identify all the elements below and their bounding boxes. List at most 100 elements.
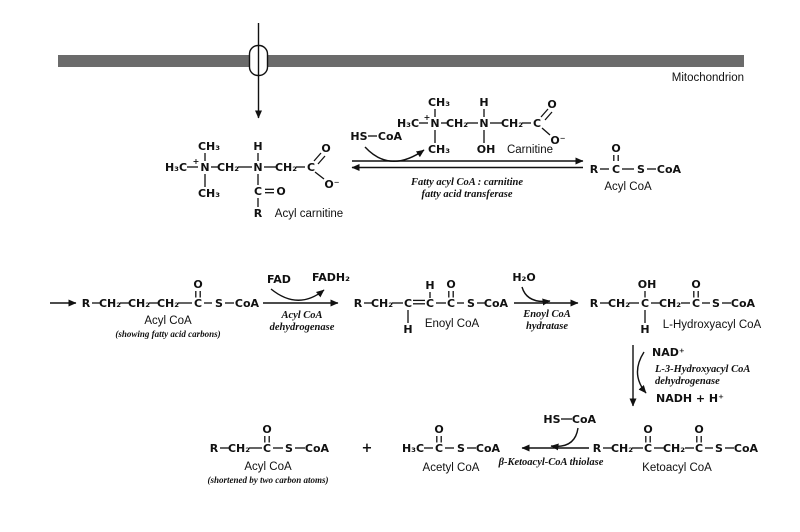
ketoacyl-coa-label: Ketoacyl CoA	[642, 462, 712, 474]
step1-dehydrogenase: FAD FADH₂ Acyl CoA dehydrogenase	[263, 271, 350, 333]
atom-ch2: CH₂	[371, 297, 393, 310]
structure-hydroxyacyl-coa: R CH₂ C OH H CH₂ C O S CoA L-Hydroxyacyl…	[590, 278, 762, 336]
atom-s: S	[285, 442, 293, 455]
atom-ch3: CH₃	[198, 187, 220, 200]
atom-c: C	[404, 297, 412, 310]
atom-c: C	[644, 442, 652, 455]
atom-s: S	[712, 297, 720, 310]
atom-c: C	[435, 442, 443, 455]
atom-coa: CoA	[235, 297, 260, 310]
atom-ch3: CH₃	[198, 140, 220, 153]
atom-s: S	[215, 297, 223, 310]
atom-ch2: CH₂	[228, 442, 250, 455]
atom-n: N	[200, 161, 209, 174]
enzyme-label: Acyl CoA	[280, 310, 322, 321]
structure-acyl-coa-substrate: R CH₂ CH₂ CH₂ C O S CoA Acyl CoA (showin…	[50, 278, 260, 339]
atom-r: R	[593, 442, 602, 455]
atom-c: C	[263, 442, 271, 455]
step3-dehydrogenase: NAD⁺ L-3-Hydroxyacyl CoA dehydrogenase N…	[629, 345, 750, 407]
atom-s: S	[467, 297, 475, 310]
atom-ch2: CH₂	[446, 117, 468, 130]
bond	[541, 127, 551, 136]
atom-c: C	[194, 297, 202, 310]
atom-hs: HS	[350, 130, 367, 143]
atom-o: O	[276, 185, 285, 198]
atom-h3c: H₃C	[397, 117, 419, 130]
atom-r: R	[590, 297, 599, 310]
acetyl-coa-label: Acetyl CoA	[423, 462, 480, 474]
cofactor-curved-arrow	[636, 351, 647, 394]
acyl-coa-note: (shortened by two carbon atoms)	[207, 475, 328, 485]
atom-c: C	[641, 297, 649, 310]
structure-acyl-carnitine: H₃C + N CH₂ N CH₂ C O O⁻ CH₃ CH₃ H C O R…	[165, 140, 343, 220]
atom-o: O	[691, 278, 700, 291]
acyl-coa-label: Acyl CoA	[244, 461, 292, 473]
atom-o: O	[643, 423, 652, 436]
atom-o: O	[446, 278, 455, 291]
structure-shortened-acyl-coa: R CH₂ C O S CoA Acyl CoA (shortened by t…	[207, 423, 329, 485]
acyl-coa-label: Acyl CoA	[604, 181, 652, 193]
cofactor-nad: NAD⁺	[652, 346, 685, 359]
atom-coa: CoA	[657, 163, 682, 176]
atom-coa: CoA	[378, 130, 403, 143]
atom-coa: CoA	[731, 297, 756, 310]
atom-h: H	[425, 279, 434, 292]
atom-n: N	[479, 117, 488, 130]
double-bond	[540, 108, 549, 118]
transferase-reaction: HS CoA Fatty acyl CoA : carnitine fatty …	[350, 130, 584, 200]
atom-coa: CoA	[734, 442, 759, 455]
atom-h3c: H₃C	[165, 161, 187, 174]
cofactor-h2o: H₂O	[512, 271, 535, 284]
structure-acetyl-coa: H₃C C O S CoA Acetyl CoA	[402, 423, 501, 474]
atom-ch2: CH₂	[501, 117, 523, 130]
enzyme-label: hydratase	[526, 321, 568, 332]
cofactor-nadh: NADH + H⁺	[656, 392, 724, 405]
double-bond	[313, 152, 322, 162]
structure-carnitine: H₃C + N CH₂ N CH₂ C O O⁻ CH₃ CH₃ H OH Ca…	[397, 96, 566, 156]
enzyme-label: Fatty acyl CoA : carnitine	[410, 177, 523, 188]
atom-ch2: CH₂	[608, 297, 630, 310]
atom-ch2: CH₂	[659, 297, 681, 310]
structure-enoyl-coa: R CH₂ C H C H C O S CoA Enoyl CoA	[354, 278, 509, 336]
atom-n: N	[430, 117, 439, 130]
step4-thiolase: HS CoA β-Ketoacyl-CoA thiolase	[498, 413, 604, 468]
acyl-coa-note: (showing fatty acid carbons)	[115, 329, 220, 339]
cofactor-curved-arrow	[521, 286, 551, 306]
atom-o: O	[434, 423, 443, 436]
atom-ch2: CH₂	[275, 161, 297, 174]
atom-ch3: CH₃	[428, 96, 450, 109]
atom-coa: CoA	[484, 297, 509, 310]
enzyme-label: dehydrogenase	[655, 376, 720, 387]
atom-ch3: CH₃	[428, 143, 450, 156]
atom-oh: OH	[477, 143, 496, 156]
hydroxyacyl-coa-label: L-Hydroxyacyl CoA	[663, 319, 762, 331]
atom-h: H	[479, 96, 488, 109]
mitochondrion-label: Mitochondrion	[672, 72, 744, 84]
double-bond	[544, 111, 553, 121]
atom-c: C	[692, 297, 700, 310]
atom-hs: HS	[543, 413, 560, 426]
atom-c: C	[426, 297, 434, 310]
atom-r: R	[590, 163, 599, 176]
atom-r: R	[210, 442, 219, 455]
structure-acyl-coa-top: R C O S CoA Acyl CoA	[590, 142, 682, 193]
carnitine-label: Carnitine	[507, 144, 553, 156]
atom-r: R	[254, 207, 263, 220]
step2-hydratase: H₂O Enoyl CoA hydratase	[512, 271, 579, 332]
atom-ch2: CH₂	[611, 442, 633, 455]
acyl-coa-label: Acyl CoA	[144, 315, 192, 327]
cofactor-curved-arrow	[270, 288, 325, 301]
enzyme-label: β-Ketoacyl-CoA thiolase	[498, 457, 604, 468]
atom-h: H	[640, 323, 649, 336]
charge-plus: +	[193, 157, 200, 166]
atom-s: S	[715, 442, 723, 455]
atom-h: H	[403, 323, 412, 336]
cofactor-curved-arrow	[550, 427, 579, 451]
enzyme-label: dehydrogenase	[270, 322, 335, 333]
acyl-carnitine-label: Acyl carnitine	[275, 208, 343, 220]
double-bond	[317, 155, 326, 165]
enzyme-label: Enoyl CoA	[522, 309, 571, 320]
atom-ch2: CH₂	[128, 297, 150, 310]
charge-plus: +	[424, 113, 431, 122]
